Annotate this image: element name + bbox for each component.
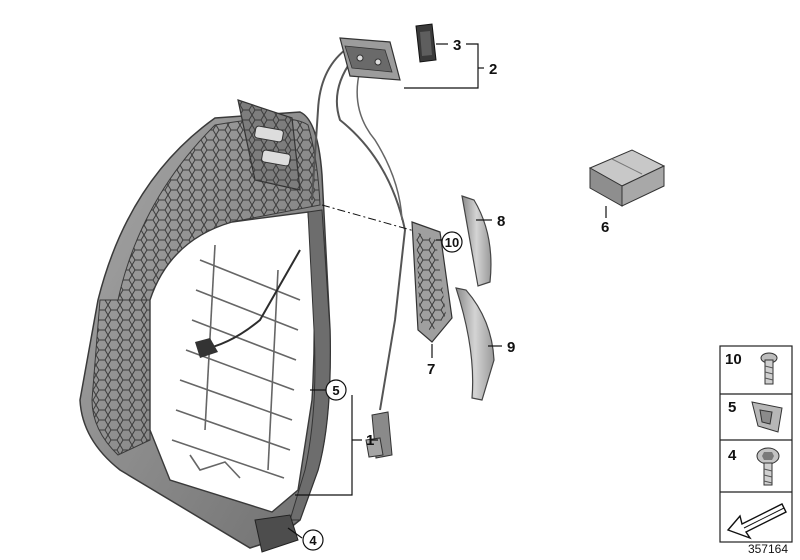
- callout-7: 7: [427, 361, 435, 378]
- legend-number-5: 5: [728, 399, 736, 416]
- trim-panel-7: [411, 221, 453, 343]
- callout-4-circle: [302, 529, 324, 551]
- callout-3: 3: [453, 37, 461, 54]
- leader-lines: [287, 43, 607, 539]
- callout-6: 6: [601, 219, 609, 236]
- legend-number-10: 10: [725, 351, 742, 368]
- callout-10: 10: [445, 235, 459, 250]
- diagram-reference-number: 357164: [747, 542, 788, 556]
- callout-2: 2: [489, 61, 497, 78]
- callout-9: 9: [507, 339, 515, 356]
- arrow-icon: [726, 503, 787, 540]
- clip-icon: [751, 401, 783, 433]
- bolt-icon: [756, 447, 780, 486]
- cable-harness: [311, 23, 437, 459]
- side-cover-8: [461, 195, 492, 287]
- small-parts-legend: 10 5 4: [719, 345, 793, 543]
- callout-5-circle: [325, 379, 347, 401]
- legend-number-4: 4: [728, 447, 737, 464]
- backrest-frame: [79, 99, 331, 553]
- callout-4: 4: [309, 533, 317, 548]
- callout-8: 8: [497, 213, 505, 230]
- alignment-line: [321, 204, 419, 233]
- side-cover-9: [455, 287, 495, 401]
- callout-5: 5: [332, 383, 339, 398]
- callout-1: 1: [366, 432, 374, 449]
- callout-10-circle: [441, 231, 463, 253]
- screw-icon: [760, 352, 778, 385]
- grease-pack-6: [588, 149, 666, 207]
